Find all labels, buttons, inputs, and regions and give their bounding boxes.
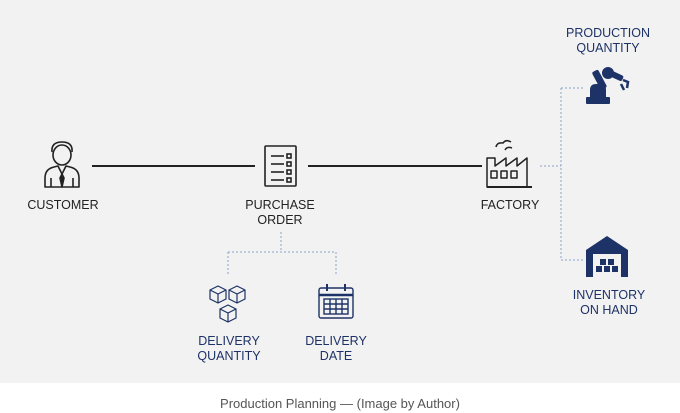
person-icon [44,141,80,188]
warehouse-icon [586,236,628,277]
node-label-delivery-quantity: DELIVERY QUANTITY [197,334,261,363]
connector-purchase-order-delivery [227,232,337,276]
figure-caption: Production Planning — (Image by Author) [220,396,460,411]
robot-gripper [619,78,630,91]
node-label-delivery-date: DELIVERY DATE [305,334,367,363]
node-label-customer: CUSTOMER [27,198,99,212]
connector-factory-branches [540,87,584,261]
diagram-canvas [44,67,630,323]
diagram-panel [0,0,680,383]
node-label-factory: FACTORY [480,198,540,212]
factory-icon [486,139,532,188]
node-label-purchase-order: PURCHASE ORDER [245,198,315,227]
node-label-production-quantity: PRODUCTION QUANTITY [565,26,651,55]
document-list-icon [264,145,297,187]
node-label-inventory-on-hand: INVENTORY ON HAND [572,288,646,317]
boxes-icon [209,285,246,323]
calendar-icon [318,284,354,319]
robot-arm-icon [586,67,624,104]
